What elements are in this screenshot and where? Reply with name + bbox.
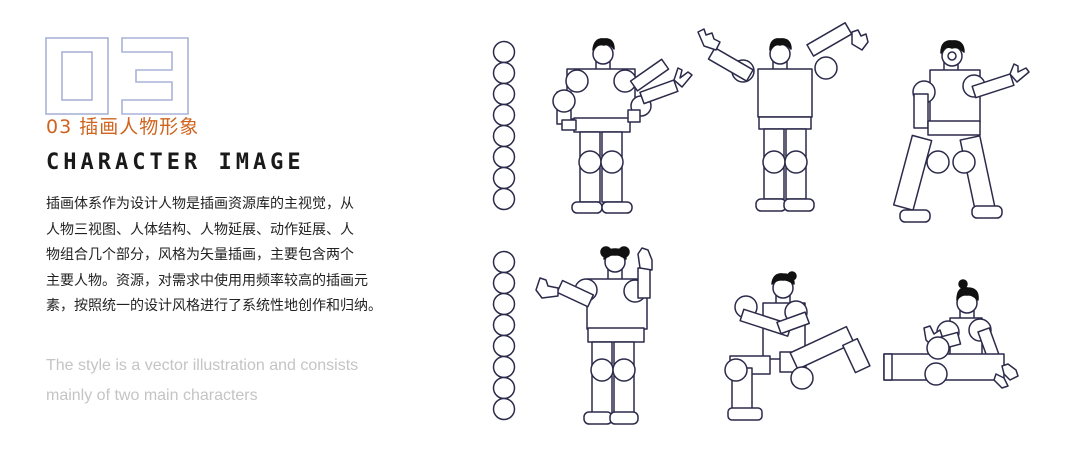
bead-chain-top (492, 40, 516, 211)
figure-walking (892, 40, 1030, 223)
section-number-03 (45, 37, 189, 115)
description-line: 素，按照统一的设计风格进行了系统性地创作和归纳。 (46, 298, 382, 314)
figure-girl-waving (535, 246, 653, 425)
description-line: 物组合几个部分，风格为矢量插画，主要包含两个 (46, 247, 354, 263)
description-english: The style is a vector illustration and c… (46, 351, 466, 411)
figure-girl-sitting (883, 279, 1019, 389)
description-line: The style is a vector illustration and c… (46, 357, 359, 374)
description-line: 人物三视图、人体结构、人物延展、动作延展、人 (46, 221, 354, 238)
bead-chain-bottom (492, 250, 516, 421)
description-line: 主要人物。资源，对需求中使用用频率较高的插画元 (46, 272, 368, 289)
figure-arms-raised (697, 22, 869, 212)
character-illustrations (492, 22, 1030, 425)
description-chinese: 插画体系作为设计人物是插画资源库的主视觉，从 人物三视图、人体结构、人物延展、动… (46, 192, 446, 320)
section-subtitle: 03 插画人物形象 (46, 116, 200, 138)
description-line: 插画体系作为设计人物是插画资源库的主视觉，从 (46, 196, 354, 212)
figure-standing-wave (552, 38, 693, 214)
page-title: CHARACTER IMAGE (46, 150, 305, 175)
description-line: mainly of two main characters (46, 387, 258, 404)
figure-girl-kneeling (724, 271, 871, 421)
